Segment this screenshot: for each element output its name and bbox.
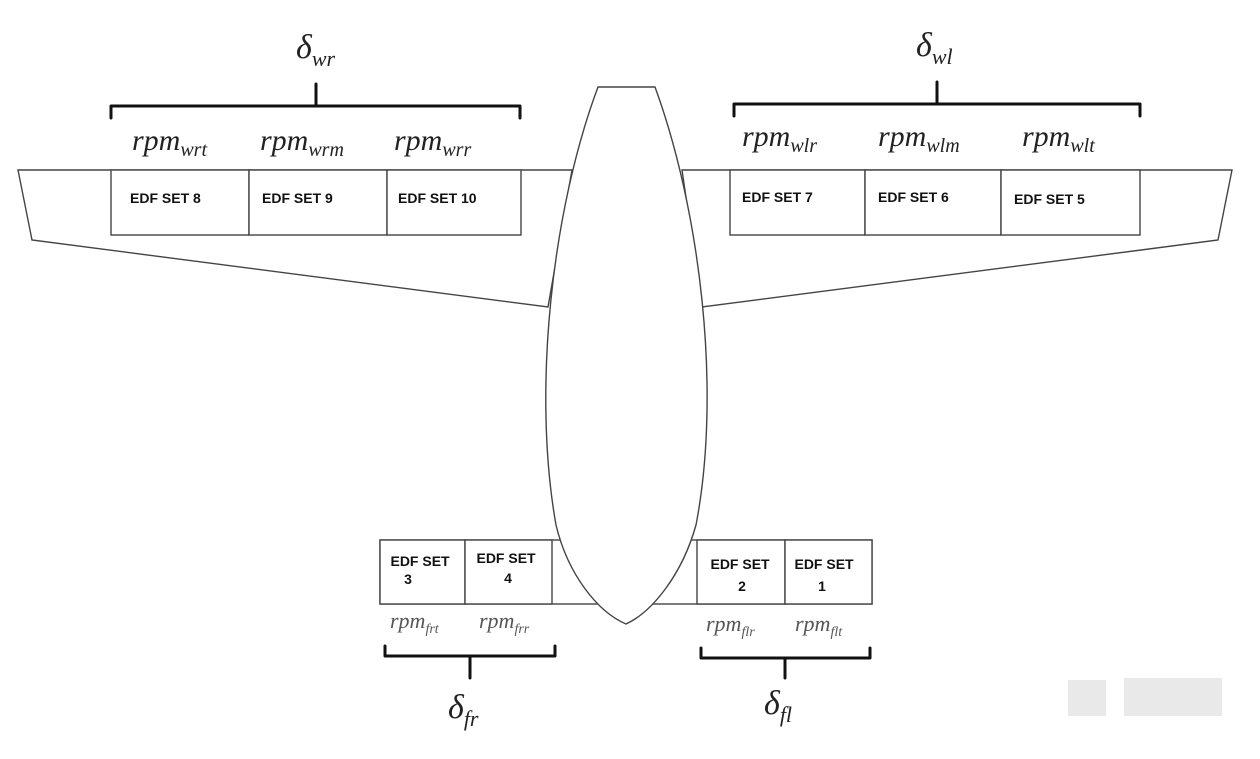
delta-label-wl: δwl <box>916 27 953 69</box>
fuselage <box>545 86 708 625</box>
edf-label-6: EDF SET 6 <box>878 189 949 205</box>
rpm-label-wrm: rpmwrm <box>260 124 344 161</box>
edf-cell-2 <box>696 539 786 605</box>
rpm-label-frt: rpmfrt <box>390 608 440 637</box>
delta-label-wr: δwr <box>296 29 335 71</box>
edf-cell-1 <box>784 539 873 605</box>
rpm-label-wlm: rpmwlm <box>878 120 960 157</box>
edf-label-5: EDF SET 5 <box>1014 191 1085 207</box>
edf-cell-7 <box>729 169 866 236</box>
edf-label-1: EDF SET 1 <box>794 556 857 594</box>
rpm-label-flr: rpmflr <box>706 611 755 640</box>
rpm-label-wlt: rpmwlt <box>1022 120 1095 157</box>
brace-wl <box>732 80 1142 118</box>
brace-fl <box>699 646 872 680</box>
edf-cell-9 <box>248 169 388 236</box>
edf-cell-4 <box>464 539 553 605</box>
edf-cell-5 <box>1000 169 1141 236</box>
rpm-label-flt: rpmflt <box>795 611 843 640</box>
left-wing-edf-group: EDF SET 7 EDF SET 6 EDF SET 5 rpmwlr rpm… <box>729 27 1142 236</box>
edf-label-4: EDF SET 4 <box>476 550 539 586</box>
edf-label-10: EDF SET 10 <box>398 190 477 206</box>
rpm-label-wrr: rpmwrr <box>394 124 471 161</box>
right-wing-edf-group: EDF SET 8 EDF SET 9 EDF SET 10 rpmwrt rp… <box>109 29 522 236</box>
brace-fr <box>383 644 557 680</box>
blurred-watermark <box>1068 678 1222 716</box>
front-left-edf-group: EDF SET 2 EDF SET 1 rpmflr rpmflt δfl <box>696 539 873 727</box>
edf-label-2: EDF SET 2 <box>710 556 773 594</box>
edf-label-8: EDF SET 8 <box>130 190 201 206</box>
rpm-label-frr: rpmfrr <box>479 608 530 637</box>
edf-cell-10 <box>386 169 522 236</box>
rpm-label-wlr: rpmwlr <box>742 120 817 157</box>
edf-cell-6 <box>864 169 1002 236</box>
edf-cell-3 <box>379 539 466 605</box>
front-right-edf-group: EDF SET 3 EDF SET 4 rpmfrt rpmfrr δfr <box>379 539 557 731</box>
delta-label-fr: δfr <box>448 689 479 731</box>
delta-label-fl: δfl <box>764 685 792 727</box>
edf-label-9: EDF SET 9 <box>262 190 333 206</box>
rpm-label-wrt: rpmwrt <box>132 124 207 161</box>
edf-label-3: EDF SET 3 <box>390 553 453 587</box>
edf-label-7: EDF SET 7 <box>742 189 813 205</box>
brace-wr <box>109 82 522 120</box>
